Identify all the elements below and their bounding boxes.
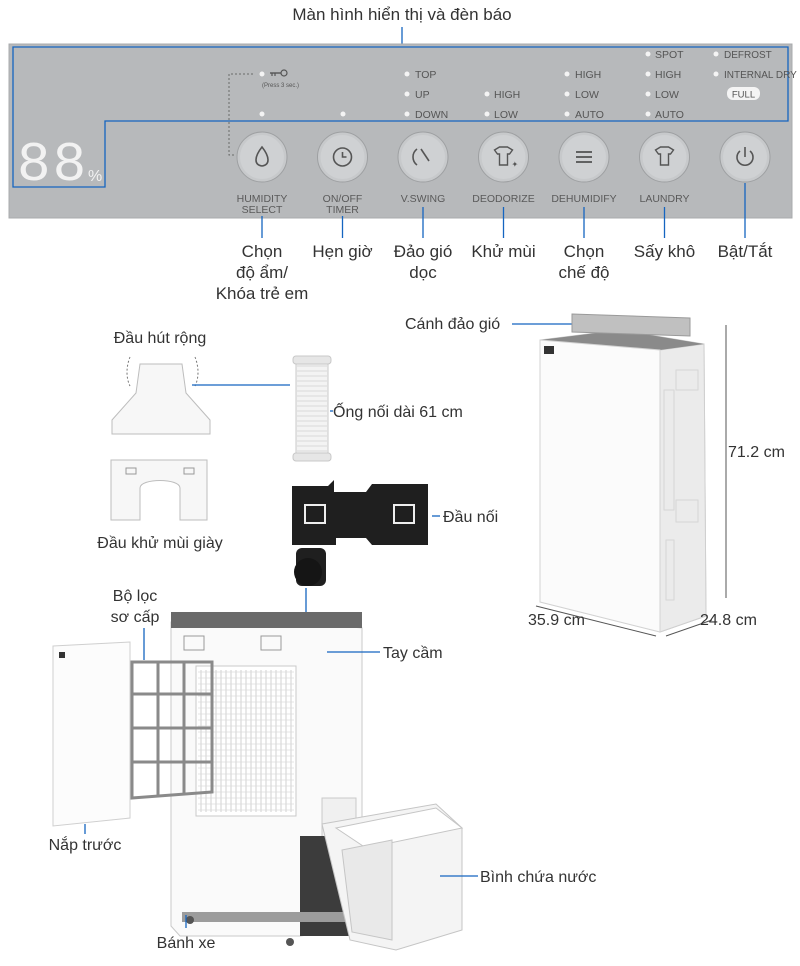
full-badge [727,87,760,100]
callout-label: Hẹn giờ [312,242,372,261]
swing-indicators: TOP UP DOWN [404,69,448,121]
swing-up-label: UP [415,89,430,101]
control-panel [9,44,792,218]
front-cover-label: Nắp trước [49,835,122,854]
connector-label: Đầu nối [443,509,498,526]
button-label: ON/OFF [323,193,363,205]
front-cover [52,641,131,827]
callout-label: Sấy khô [634,242,695,261]
internal-dry-label: INTERNAL DRY [724,70,797,81]
wide-nozzle-label: Đầu hút rộng [114,330,207,347]
dehumidify-indicators: HIGH LOW AUTO [564,69,604,121]
button-label: V.SWING [401,193,446,205]
dehumidifier-unit [539,313,707,633]
child-lock-indicator: (Press 3 sec.) [228,69,299,156]
button-label: DEODORIZE [472,193,534,205]
button-callouts: Chọn độ ẩm/Khóa trẻ em Hẹn giờ Đảo gió dọc Kh… [216,183,773,303]
depth-dimension-line [665,619,713,637]
panel-button-3[interactable]: V.SWING [397,131,449,205]
power-icon [736,147,754,166]
laundry-auto-label: AUTO [655,109,684,121]
shirt-icon [654,146,675,166]
dehumidify-low-label: LOW [575,89,599,101]
primary-filter-label-2: sơ cấp [111,609,160,626]
callout-label: Đảo gió [394,242,453,261]
depth-label: 24.8 cm [700,612,757,629]
deodorize-indicators: HIGH LOW [484,89,520,121]
key-icon [270,69,288,77]
timer-icon [332,147,353,167]
laundry-high-label: HIGH [655,69,681,81]
deodorize-low-label: LOW [494,109,518,121]
louver-label: Cánh đảo gió [405,316,500,333]
button-label: DEHUMIDIFY [551,193,616,205]
handle-label: Tay cầm [383,645,443,662]
shirt-sparkle-icon: ✦ [493,146,519,169]
defrost-label: DEFROST [724,50,772,61]
deodorize-high-label: HIGH [494,89,520,101]
water-tank [321,803,464,951]
menu-icon [576,151,592,163]
humidity-digits: 88 [17,133,88,197]
panel-title: Màn hình hiển thị và đèn báo [292,5,511,24]
humidity-display: 88 % [17,133,102,197]
wheels-label: Bánh xe [157,935,216,952]
button-sublabel: TIMER [326,204,359,216]
wide-nozzle [111,356,211,435]
panel-button-7[interactable] [719,131,771,183]
dehumidify-high-label: HIGH [575,69,601,81]
hose-label: Ống nối dài 61 cm [333,401,463,421]
connector [292,480,428,586]
panel-button-4[interactable]: ✦ DEODORIZE [472,131,535,205]
width-label: 35.9 cm [528,612,585,629]
callout-label: Khóa trẻ em [216,284,309,303]
dehumidify-auto-label: AUTO [575,109,604,121]
humidity-led [259,111,265,117]
button-label: HUMIDITY [237,193,288,205]
callout-label: dọc [409,263,437,282]
callout-label: Chọn [242,242,283,261]
shoe-deodorizer-nozzle [110,459,208,521]
swing-icon [412,148,430,166]
display-area-frame [12,46,789,188]
primary-filter [130,660,214,800]
button-sublabel: SELECT [242,204,283,216]
width-dimension-line [535,605,657,637]
panel-button-6[interactable]: LAUNDRY [639,131,690,205]
callout-label: Khử mùi [471,242,535,261]
laundry-low-label: LOW [655,89,679,101]
status-indicators: DEFROST INTERNAL DRY FULL [713,50,797,101]
laundry-spot-label: SPOT [655,49,684,61]
callout-label: Bật/Tắt [718,242,773,261]
lock-note: (Press 3 sec.) [262,83,299,89]
extension-hose [292,355,332,462]
callout-label: độ ẩm/ [236,263,288,282]
svg-text:✦: ✦ [512,160,519,169]
callout-label: chế độ [558,263,609,282]
height-label: 71.2 cm [728,444,785,461]
shoe-nozzle-label: Đầu khử mùi giày [97,535,222,552]
button-label: LAUNDRY [640,193,690,205]
water-tank-label: Bình chứa nước [480,869,596,886]
swing-top-label: TOP [415,69,436,81]
droplet-icon [255,145,269,167]
callout-label: Chọn [564,242,605,261]
laundry-indicators: SPOT HIGH LOW AUTO [645,49,684,121]
swing-down-label: DOWN [415,109,448,121]
humidity-unit: % [88,168,102,185]
primary-filter-label-1: Bộ lọc [113,588,157,605]
timer-led [340,111,346,117]
panel-button-5[interactable]: DEHUMIDIFY [551,131,617,205]
full-label: FULL [732,90,755,101]
